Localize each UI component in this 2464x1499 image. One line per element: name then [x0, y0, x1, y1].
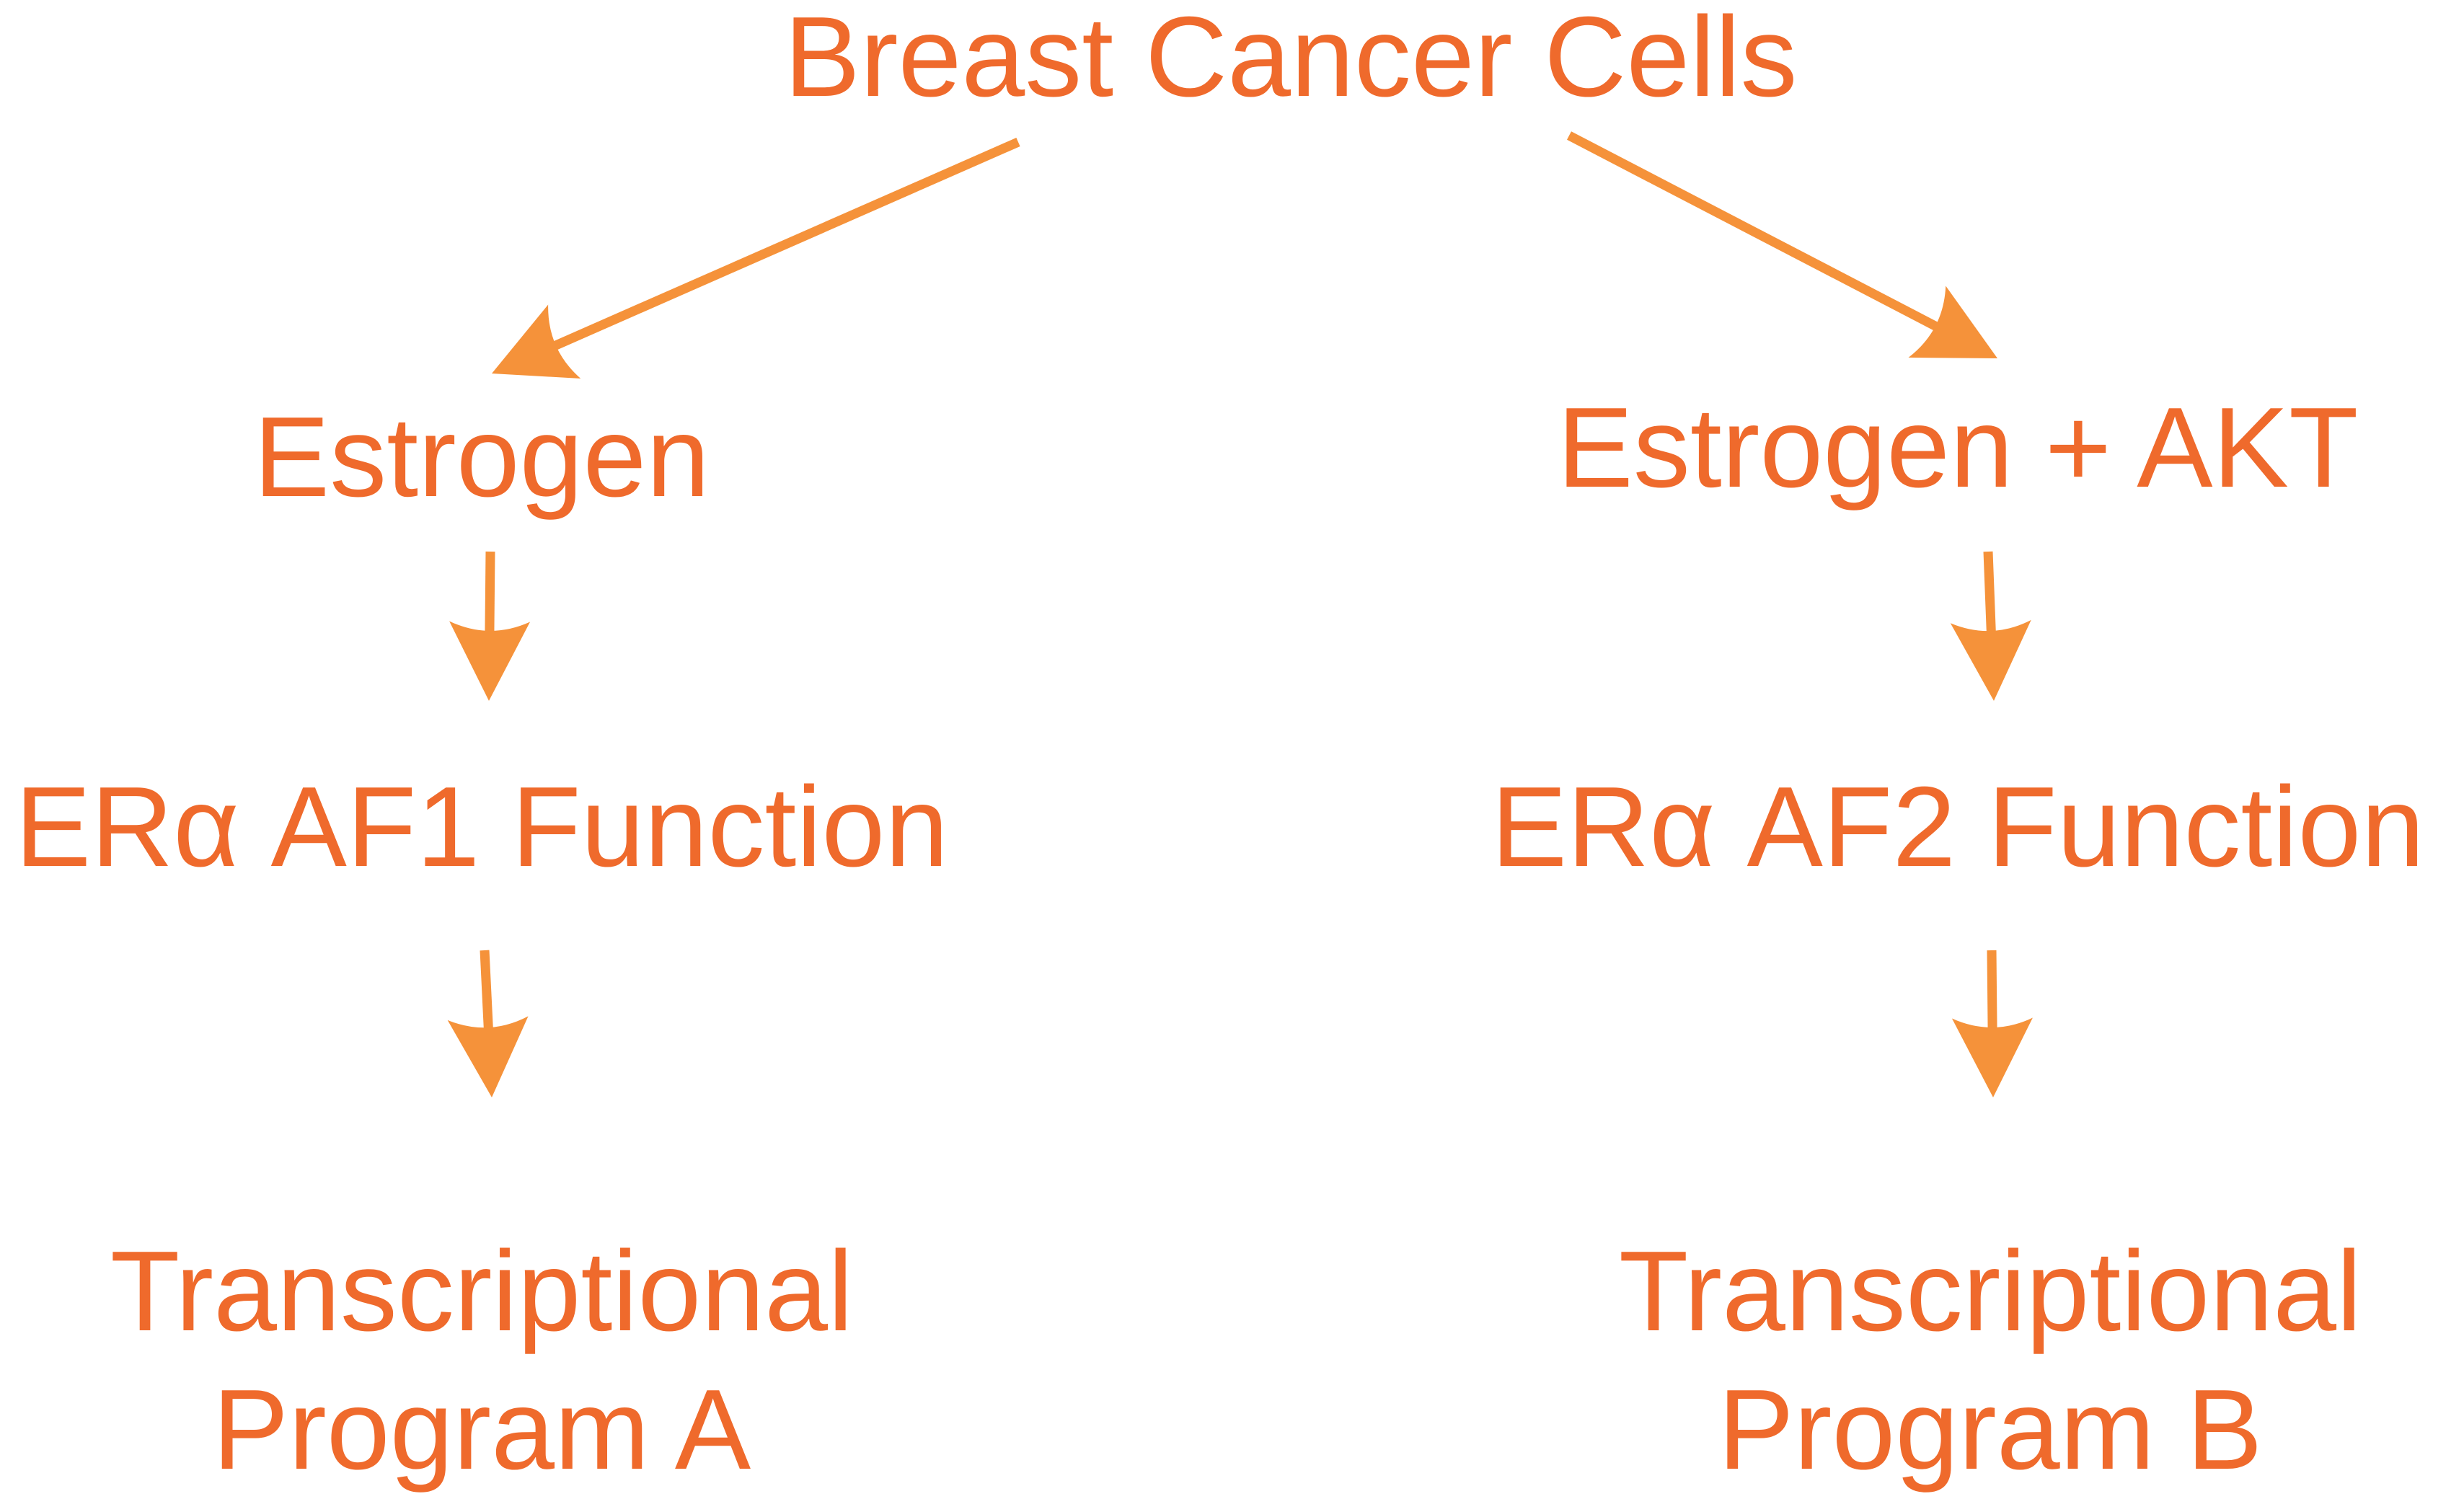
arrow-estrogen-akt-to-af2-shaft	[1983, 551, 1997, 637]
arrow-root-to-estrogen-akt-head	[1908, 286, 1997, 358]
arrow-root-to-estrogen-akt-shaft	[1567, 131, 1943, 333]
node-era-af1-function: ERα AF1 Function	[14, 764, 949, 890]
arrow-group	[447, 131, 2033, 1097]
program-b-line2: Program B	[1718, 1366, 2263, 1493]
arrow-estrogen-to-af1-head	[449, 621, 531, 701]
program-b-line1: Transcriptional	[1618, 1228, 2362, 1355]
arrow-root-to-estrogen-shaft	[549, 138, 1020, 352]
node-era-af2-function: ERα AF2 Function	[1491, 764, 2425, 890]
arrow-af1-to-program-a-head	[447, 1016, 529, 1097]
arrow-root-to-estrogen-akt	[1567, 131, 1997, 358]
arrow-af1-to-program-a-shaft	[480, 950, 494, 1033]
arrow-af1-to-program-a	[447, 950, 529, 1097]
node-transcriptional-program-b: Transcriptional Program B	[1619, 1222, 2362, 1499]
arrow-af2-to-program-b-head	[1951, 1017, 2033, 1097]
node-breast-cancer-cells: Breast Cancer Cells	[784, 0, 1798, 120]
program-a-line2: Program A	[212, 1366, 751, 1493]
node-transcriptional-program-a: Transcriptional Program A	[110, 1222, 853, 1499]
arrow-estrogen-akt-to-af2	[1950, 551, 2031, 701]
arrow-af2-to-program-b	[1951, 950, 2033, 1097]
arrow-estrogen-to-af1	[449, 551, 531, 701]
node-estrogen-akt: Estrogen + AKT	[1557, 384, 2359, 511]
arrow-root-to-estrogen	[492, 138, 1020, 379]
arrow-root-to-estrogen-head	[492, 304, 581, 379]
node-estrogen: Estrogen	[253, 394, 710, 521]
arrow-estrogen-akt-to-af2-head	[1950, 619, 2031, 701]
program-a-line1: Transcriptional	[110, 1228, 854, 1355]
